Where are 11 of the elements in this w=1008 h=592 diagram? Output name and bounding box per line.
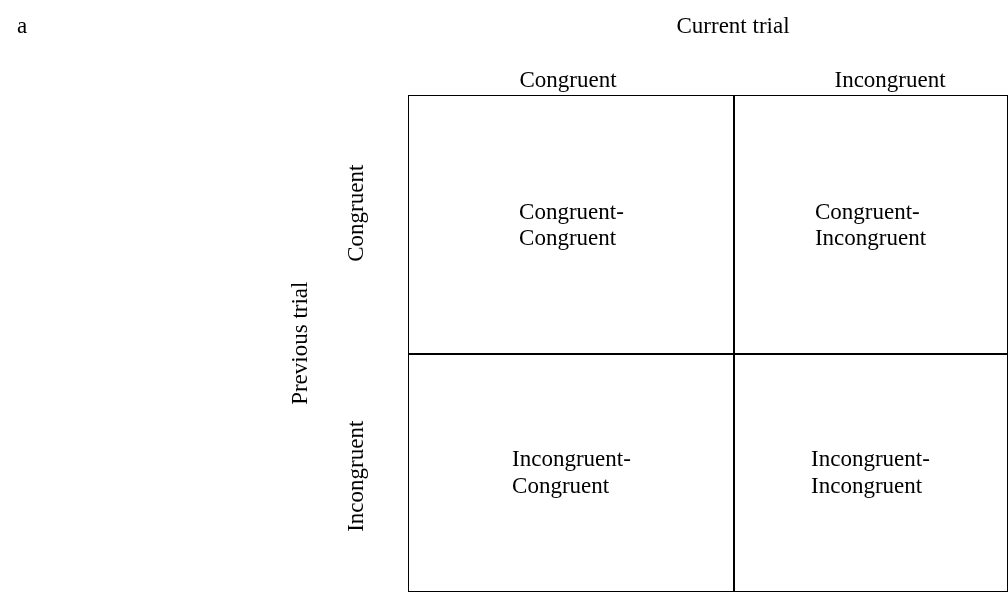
cell-text: Congruent- Congruent	[519, 198, 624, 252]
column-header: Incongruent	[834, 67, 946, 94]
column-header: Congruent	[519, 67, 617, 94]
row-header: Incongruent	[342, 420, 369, 532]
cell-text: Incongruent- Congruent	[512, 446, 631, 499]
column-header: Current trial	[676, 13, 790, 40]
cell-text: Incongruent- Incongruent	[811, 446, 930, 499]
row-header: Previous trial	[286, 281, 313, 405]
row-header: Congruent	[342, 164, 369, 262]
cell-text: Congruent- Incongruent	[814, 198, 927, 252]
panel-letter: a	[17, 13, 28, 40]
